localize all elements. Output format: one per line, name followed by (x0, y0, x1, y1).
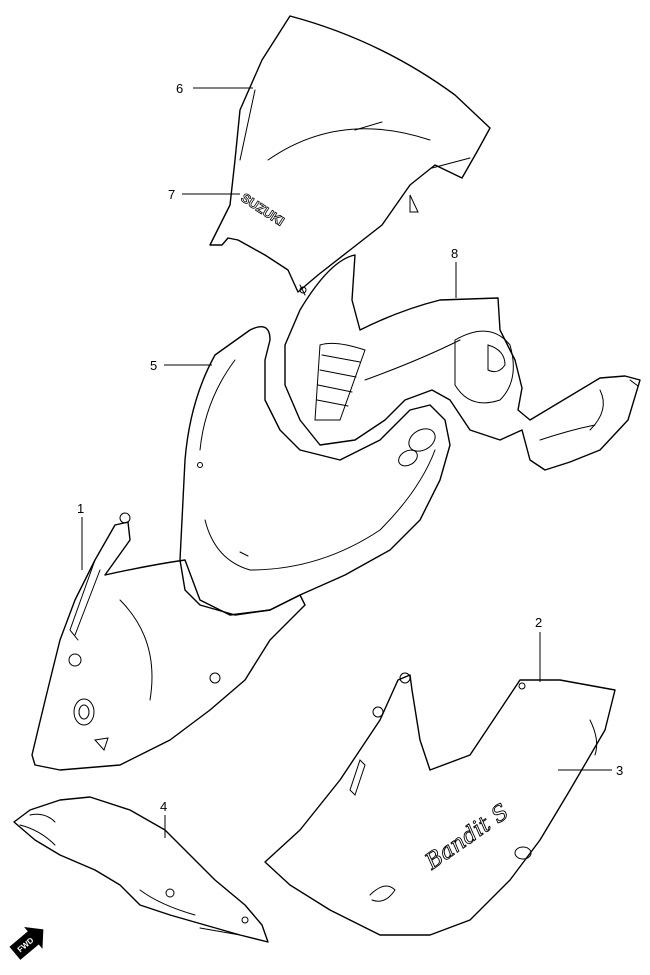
callout-3: 3 (616, 763, 623, 778)
callout-7: 7 (168, 187, 175, 202)
part-7-suzuki-decal[interactable]: SUZUKI (238, 190, 288, 230)
leader-lines (81, 87, 612, 838)
part-8-inner-panel[interactable] (284, 254, 641, 471)
part-5-upper-cowl[interactable] (179, 326, 451, 616)
callout-1: 1 (77, 501, 84, 516)
callout-8: 8 (451, 246, 458, 261)
part-3-bandit-decal[interactable]: Bandit S (420, 799, 514, 876)
part-4-under-cowl[interactable] (13, 796, 269, 943)
suzuki-decal-text: SUZUKI (238, 190, 287, 229)
part-2-right-lower-cowl[interactable] (264, 672, 616, 936)
callout-4: 4 (160, 799, 167, 814)
forward-arrow-icon (9, 926, 44, 960)
forward-direction-badge: FWD (9, 926, 44, 960)
callout-2: 2 (535, 615, 542, 630)
part-6-windscreen[interactable] (209, 15, 491, 296)
bandit-decal-text: Bandit S (420, 800, 513, 876)
callout-6: 6 (176, 81, 183, 96)
part-1-left-lower-cowl[interactable] (31, 512, 306, 771)
callout-5: 5 (150, 358, 157, 373)
callout-labels: 6 7 8 5 1 2 3 4 (77, 81, 623, 814)
